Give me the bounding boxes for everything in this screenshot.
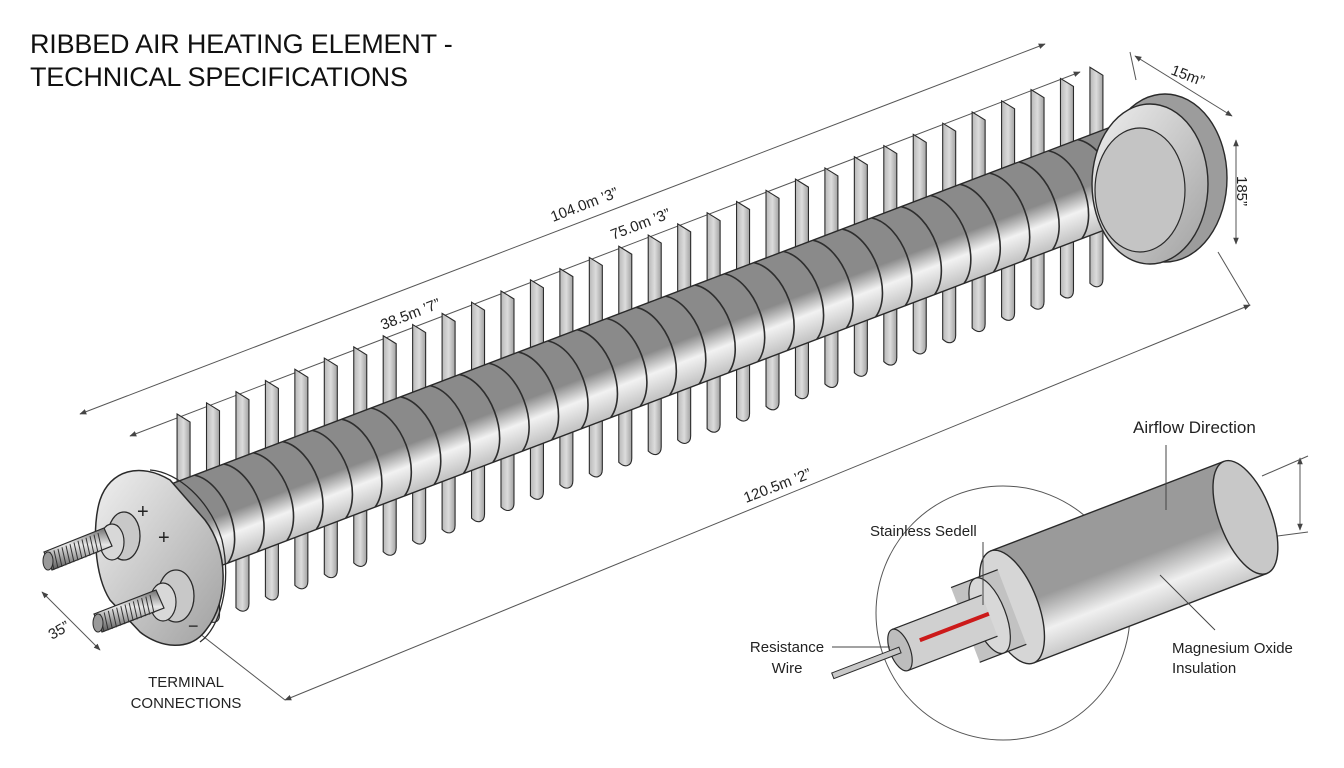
rib-ring: [459, 373, 501, 463]
rib-ring: [194, 474, 236, 564]
thread-line: [120, 605, 126, 625]
thread-line: [73, 542, 79, 561]
thread-line: [81, 539, 87, 558]
dim-overall-top: 104.0m ’3”: [548, 184, 620, 225]
dim-overall-bottom: 120.5m ’2”: [741, 465, 813, 506]
thread-line: [65, 545, 71, 564]
thread-line: [53, 550, 59, 569]
extension-line: [1261, 455, 1309, 477]
rib-ring: [842, 228, 884, 318]
label-insulation-line1: Magnesium Oxide: [1172, 640, 1293, 657]
cutaway-detail: [831, 459, 1279, 741]
rib-ring: [871, 217, 913, 307]
dimension-lines: [41, 43, 1309, 701]
rib-ring: [930, 194, 972, 284]
terminal-stud-positive: [42, 511, 141, 571]
cutaway-sheath: [831, 459, 1279, 680]
thread-line: [137, 599, 142, 618]
label-insulation-line2: Insulation: [1172, 660, 1236, 677]
thread-line: [124, 604, 130, 623]
thread-line: [57, 548, 63, 567]
dim-line-terminal-spacing: [41, 591, 101, 651]
dim-flange-width: 15m”: [1169, 62, 1207, 90]
thread-line: [132, 601, 138, 620]
rib-ring: [989, 172, 1031, 262]
plus-symbol-2: +: [158, 527, 170, 549]
thread-line: [141, 598, 147, 617]
label-stainless-sheath: Stainless Sedell: [870, 523, 977, 540]
rib-ring: [901, 205, 943, 296]
extension-line: [1217, 251, 1251, 307]
rib-ring: [253, 451, 295, 542]
rib-ring: [1048, 149, 1090, 240]
rib-ring: [370, 407, 413, 497]
label-resistance-line1: Resistance: [750, 639, 824, 656]
label-terminal-line2: CONNECTIONS: [131, 695, 242, 712]
rib-ring: [547, 340, 589, 430]
dim-flange-height: 185”: [1233, 176, 1250, 206]
rib-ring: [518, 351, 560, 441]
thread-line: [93, 534, 99, 553]
rib-ring: [694, 284, 737, 374]
rib-ring: [636, 306, 678, 396]
rib-ring: [429, 384, 472, 474]
rib-ring: [959, 183, 1002, 273]
rib-ring: [223, 463, 265, 553]
thread-line: [77, 540, 83, 560]
thread-line: [149, 594, 155, 614]
rib-rings: [164, 127, 1149, 575]
rib-ring: [282, 440, 324, 530]
label-terminal-line1: TERMINAL: [148, 674, 224, 691]
callout-labels: TERMINAL CONNECTIONS Airflow Direction S…: [131, 418, 1293, 712]
extension-line: [194, 629, 286, 701]
terminal-stud-negative: [92, 569, 195, 633]
plus-symbol-1: +: [137, 501, 149, 523]
minus-symbol: −: [188, 616, 199, 636]
rib-ring: [400, 396, 442, 486]
thread-line: [103, 612, 109, 631]
rib-ring: [341, 418, 383, 508]
thread-line: [116, 607, 122, 626]
heating-element: + + −: [42, 66, 1228, 646]
dim-line-overall-bottom: [284, 304, 1251, 701]
rib-ring: [577, 328, 619, 419]
leader-lines: [832, 445, 1216, 648]
thread-line: [97, 532, 103, 552]
rib-ring: [812, 239, 854, 329]
thread-line: [107, 610, 113, 629]
extension-line: [1129, 51, 1137, 81]
resistance-coil-red: [919, 611, 990, 643]
thread-line: [61, 547, 67, 566]
rib-ring: [665, 295, 707, 385]
dim-fin-section: 75.0m ’3”: [608, 205, 672, 243]
thread-line: [69, 543, 75, 563]
rib-ring: [606, 317, 648, 407]
thread-line: [145, 596, 151, 615]
label-airflow-direction: Airflow Direction: [1133, 418, 1256, 437]
thread-line: [112, 609, 117, 628]
tube-cylinder: [118, 115, 1176, 592]
thread-line: [85, 537, 91, 556]
rib-ring: [753, 261, 795, 351]
dim-terminal-spacing: 35”: [46, 618, 73, 644]
right-end-flange: [1091, 93, 1228, 265]
thread-line: [128, 602, 134, 622]
label-resistance-line2: Wire: [772, 660, 803, 677]
dim-line-flange-width: [1134, 55, 1233, 117]
rib-ring: [488, 362, 530, 452]
rib-ring: [783, 250, 825, 340]
thread-line: [89, 536, 95, 555]
tube-body: [118, 114, 1176, 593]
rib-ring: [1018, 161, 1060, 251]
rib-ring: [724, 272, 766, 363]
